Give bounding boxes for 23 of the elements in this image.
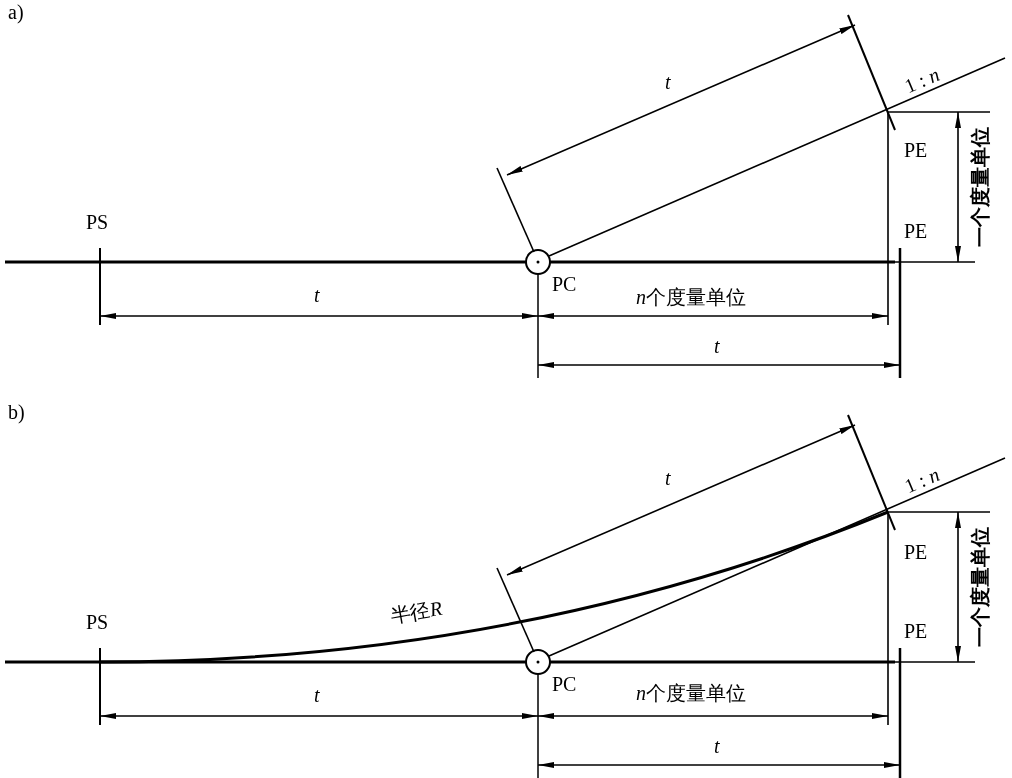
dimension-label: t <box>714 336 720 356</box>
dimension-label: t <box>665 468 671 488</box>
curve-label: 半径R <box>388 597 444 627</box>
point-label: PE <box>904 140 928 160</box>
point-label: PE <box>904 542 928 562</box>
dimension-label: t <box>314 685 320 705</box>
dimension-label: t <box>314 285 320 305</box>
dimension-label: 一个度量单位 <box>970 527 990 647</box>
point-label: PE <box>904 221 928 241</box>
point-label: PC <box>552 674 577 694</box>
dimension-label: n个度量单位 <box>636 683 746 703</box>
slope-label: 1 : n <box>901 63 943 97</box>
point-label: PE <box>904 621 928 641</box>
dimension-label: n个度量单位 <box>636 287 746 307</box>
point-label: PS <box>86 212 109 232</box>
dimension-label: t <box>714 736 720 756</box>
slope-label: 1 : n <box>901 463 943 497</box>
dimension-label: 一个度量单位 <box>970 127 990 247</box>
point-label: PC <box>552 274 577 294</box>
point-label: PS <box>86 612 109 632</box>
dimension-label: t <box>665 72 671 92</box>
panel-label: a) <box>8 2 24 22</box>
panel-label: b) <box>8 402 25 422</box>
